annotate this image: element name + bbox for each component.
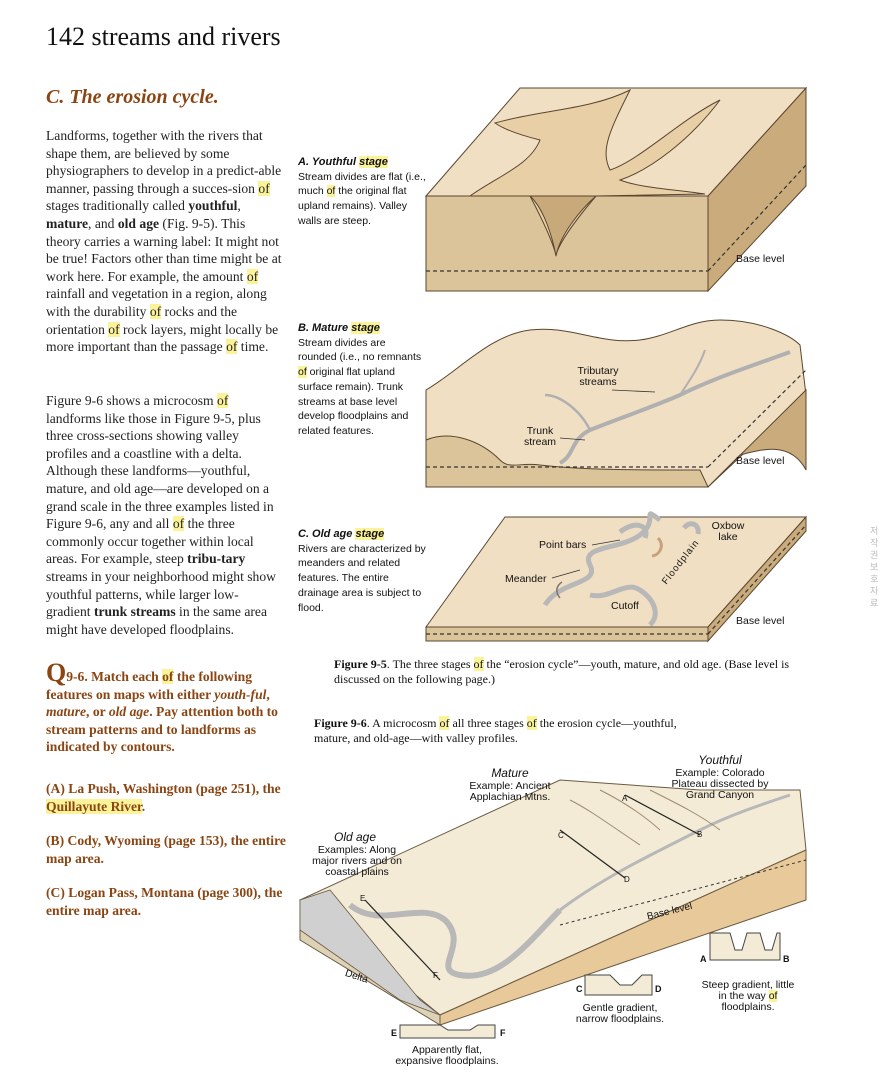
- point-b-marker: B: [697, 830, 703, 839]
- old-age-label: Old age: [334, 830, 377, 844]
- figure-9-6-caption: Figure 9-6. A microcosm of all three sta…: [314, 716, 677, 745]
- question-item-a: (A) La Push, Washington (page 251), the …: [46, 781, 281, 814]
- point-bars-label: Point bars: [539, 539, 587, 551]
- point-a-marker: A: [622, 794, 628, 803]
- microcosm-landscape: [299, 779, 807, 1039]
- oxbow-lake-label: Oxbow lake: [711, 520, 745, 543]
- tributary-streams-label: Tributary streams: [577, 365, 619, 388]
- mature-label: Mature: [491, 766, 529, 780]
- cutoff-label: Cutoff: [611, 600, 639, 612]
- profile-e-label: E: [391, 1028, 398, 1038]
- question-item-b: (B) Cody, Wyoming (page 153), the entire…: [46, 833, 286, 866]
- youthful-example: Example: Colorado Plateau dissected by G…: [671, 767, 769, 801]
- point-c-marker: C: [558, 831, 564, 840]
- base-level-label-a: Base level: [736, 253, 785, 265]
- page-title: streams and rivers: [91, 22, 281, 51]
- trunk-stream-label: Trunk stream: [523, 425, 557, 448]
- apparently-flat-label: Apparently flat, expansive floodplains.: [395, 1044, 499, 1067]
- question-9-6: Q9-6. Match each of the following featur…: [46, 658, 278, 755]
- meander-label: Meander: [505, 573, 547, 585]
- profile-a-label: A: [700, 954, 707, 964]
- profile-d-label: D: [655, 984, 662, 994]
- point-e-marker: E: [360, 894, 366, 903]
- mature-block-diagram: [425, 319, 807, 488]
- mature-example: Example: Ancient Applachian Mtns.: [469, 780, 551, 803]
- figure-9-5-caption: Figure 9-5. The three stages of the “ero…: [334, 657, 790, 686]
- youthful-label: Youthful: [698, 753, 742, 767]
- page-header: 142 streams and rivers: [46, 22, 281, 52]
- point-d-marker: D: [624, 875, 630, 884]
- base-level-label-b: Base level: [736, 455, 785, 467]
- base-level-label-c: Base level: [736, 615, 785, 627]
- gentle-gradient-label: Gentle gradient, narrow floodplains.: [575, 1002, 665, 1025]
- profile-f-label: F: [500, 1028, 506, 1038]
- section-title: C. The erosion cycle.: [46, 86, 219, 108]
- paragraph-microcosm: Figure 9-6 shows a microcosm of landform…: [46, 393, 276, 637]
- youthful-block-diagram: [424, 86, 808, 293]
- paragraph-intro: Landforms, together with the rivers that…: [46, 128, 282, 355]
- point-f-marker: F: [433, 971, 438, 980]
- page-number: 142: [46, 22, 85, 51]
- old-age-block-diagram: [425, 511, 808, 643]
- profile-b-label: B: [783, 954, 790, 964]
- old-age-example: Examples: Along major rivers and on coas…: [312, 844, 402, 878]
- steep-gradient-label: Steep gradient, little in the way of flo…: [701, 979, 795, 1013]
- question-item-c: (C) Logan Pass, Montana (page 300), the …: [46, 885, 283, 918]
- profile-c-label: C: [576, 984, 583, 994]
- side-watermark: 저작권 보호 자료: [870, 526, 879, 608]
